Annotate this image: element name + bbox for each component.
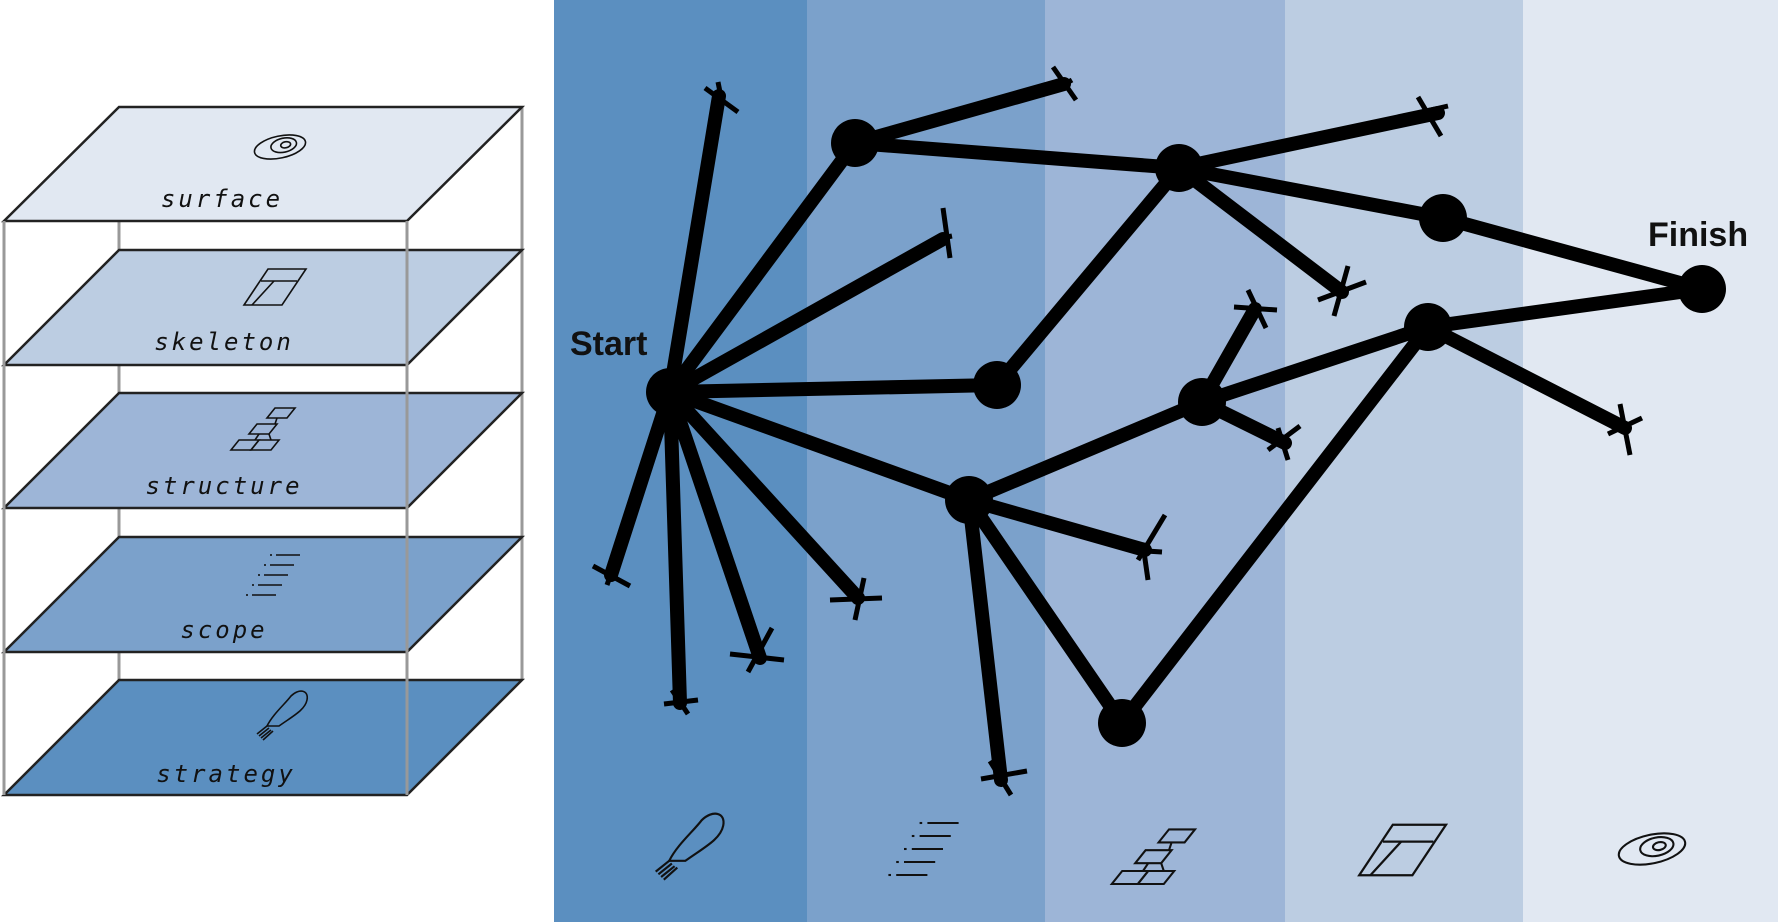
- node: [1419, 194, 1467, 242]
- layer-label-scope: scope: [180, 616, 267, 644]
- node: [1098, 699, 1146, 747]
- edge: [663, 385, 687, 710]
- node: [1404, 303, 1452, 351]
- edge: [663, 136, 862, 399]
- layer-skeleton: skeleton: [0, 248, 526, 367]
- edge: [663, 385, 976, 507]
- edge: [663, 385, 865, 605]
- layer-label-surface: surface: [161, 185, 283, 213]
- edge: [1172, 161, 1450, 225]
- dead-end-mark: [703, 81, 740, 115]
- node: [973, 361, 1021, 409]
- node: [1155, 144, 1203, 192]
- dead-end-mark: [1129, 513, 1168, 581]
- edge: [1195, 320, 1435, 409]
- dead-end-mark: [1266, 424, 1302, 461]
- layer-structure: structure: [0, 391, 526, 510]
- dead-end-mark: [1233, 288, 1278, 330]
- edge: [663, 385, 767, 665]
- band-structure: [1045, 0, 1285, 922]
- dead-end-mark: [1050, 65, 1079, 102]
- dead-end-mark: [729, 626, 785, 674]
- edge: [1172, 161, 1349, 299]
- dead-end-mark: [980, 759, 1028, 797]
- dead-end-mark: [829, 577, 883, 621]
- edge: [962, 493, 1008, 787]
- layer-label-strategy: strategy: [156, 760, 296, 788]
- edge: [962, 395, 1209, 507]
- dead-end-mark: [1415, 95, 1449, 138]
- finish-node: [1678, 265, 1726, 313]
- nodes: [646, 119, 1726, 747]
- edge: [962, 493, 1129, 730]
- edge: [604, 385, 677, 582]
- dead-end-mark: [1317, 265, 1367, 317]
- edge: [663, 89, 726, 399]
- edges: [604, 77, 1709, 787]
- edge: [1172, 106, 1445, 175]
- layer-label-structure: structure: [145, 472, 302, 500]
- node: [831, 119, 879, 167]
- layer-stack: strategy scope structure skeleton surfac…: [0, 105, 526, 797]
- edge: [663, 378, 1004, 399]
- band-surface: [1523, 0, 1778, 922]
- dead-end-mark: [1606, 403, 1644, 456]
- edge: [962, 493, 1152, 557]
- edge: [1115, 320, 1435, 730]
- finish-label: Finish: [1648, 216, 1748, 254]
- layer-scope: scope: [0, 535, 526, 654]
- path-diagram: Start Finish: [554, 0, 1778, 922]
- start-node: [646, 368, 694, 416]
- layer-surface: surface: [0, 105, 526, 223]
- band-strategy: [554, 0, 807, 922]
- start-label: Start: [570, 325, 647, 363]
- layer-strategy: strategy: [0, 678, 526, 797]
- layer-label-skeleton: skeleton: [154, 328, 294, 356]
- dead-end-mark: [591, 563, 632, 589]
- edge: [848, 136, 1186, 175]
- edge: [1421, 320, 1632, 435]
- edge: [990, 161, 1186, 392]
- edge: [1421, 282, 1709, 334]
- dead-end-marks: [591, 65, 1644, 797]
- dead-end-mark: [663, 688, 699, 716]
- node: [945, 476, 993, 524]
- dead-end-mark: [931, 207, 953, 259]
- node: [1178, 378, 1226, 426]
- edge: [1436, 211, 1709, 296]
- edge: [848, 77, 1071, 150]
- edge: [663, 232, 950, 399]
